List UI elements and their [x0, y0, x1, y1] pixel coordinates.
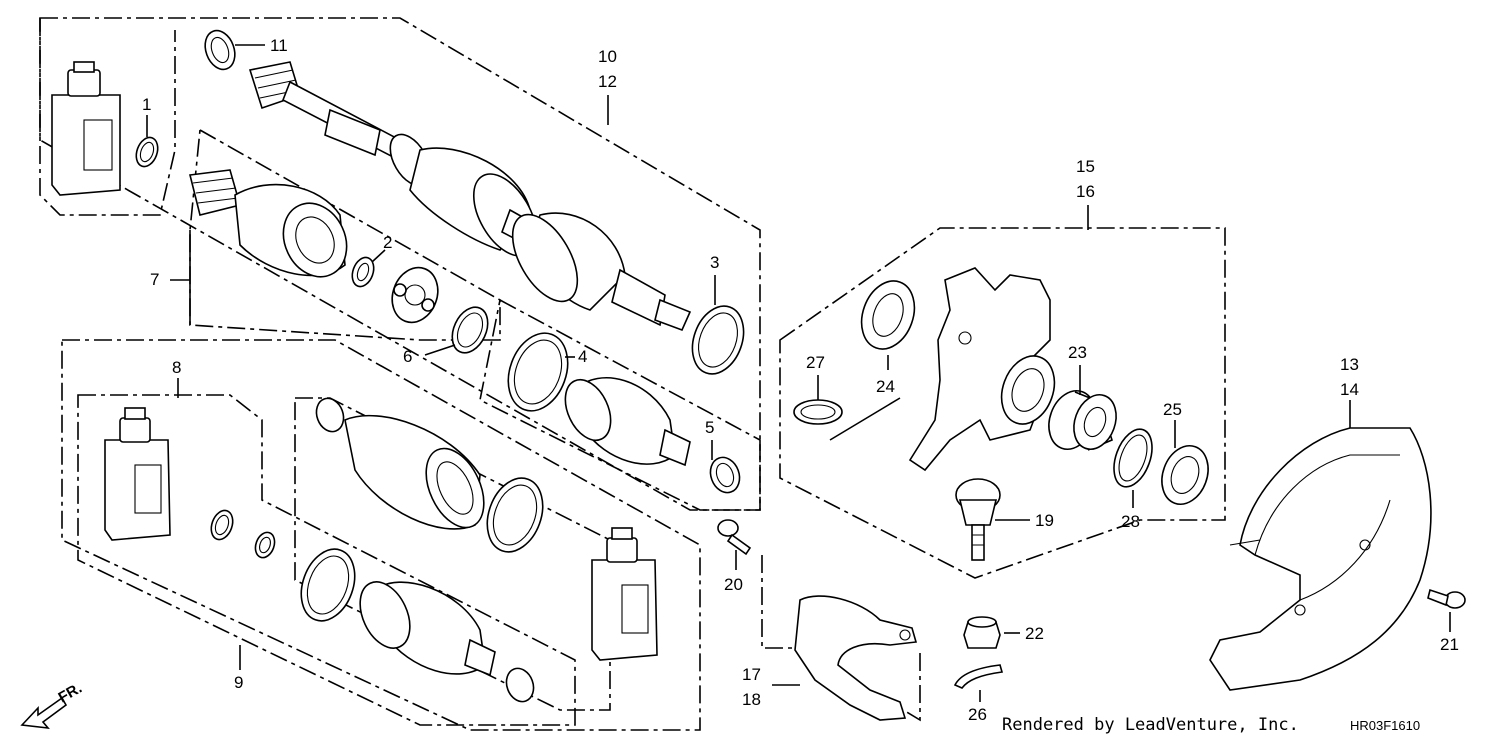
circlip-28 — [1113, 428, 1153, 488]
group-outline-boot-kit-upper — [479, 298, 761, 511]
render-credit: Rendered by LeadVenture, Inc. — [1002, 715, 1299, 735]
callout-23: 23 — [1068, 343, 1087, 362]
callout-8: 8 — [172, 358, 181, 377]
outer-boot-lower — [344, 414, 485, 530]
boot-band-3 — [691, 305, 745, 375]
group-outline-boot-kit-lower — [77, 394, 576, 726]
inner-boot-upper — [564, 376, 691, 467]
circlip-lower — [210, 509, 234, 541]
steering-knuckle — [908, 267, 1056, 472]
callout-16: 16 — [1076, 182, 1095, 201]
bearing-23 — [1048, 390, 1117, 451]
oil-seal-25 — [1161, 445, 1209, 505]
callout-27: 27 — [806, 353, 825, 372]
callout-7: 7 — [150, 270, 159, 289]
group-outline-knuckle — [779, 227, 1226, 579]
diagram-code: HR03F1610 — [1350, 718, 1420, 733]
oil-seal-24 — [860, 280, 916, 350]
callout-11: 11 — [270, 36, 288, 55]
nut-22 — [963, 616, 1001, 649]
callout-26: 26 — [968, 705, 987, 724]
callout-18: 18 — [742, 690, 761, 709]
boot-band-4 — [507, 332, 569, 412]
circlip-1 — [135, 136, 159, 168]
callout-4: 4 — [578, 347, 587, 366]
snap-ring-2 — [351, 256, 375, 288]
callout-10: 10 — [598, 47, 617, 66]
clip-5 — [709, 456, 741, 494]
callout-28: 28 — [1121, 512, 1140, 531]
callout-17: 17 — [742, 665, 761, 684]
callout-9: 9 — [234, 673, 243, 692]
callout-6: 6 — [403, 347, 412, 366]
grease-bottle-top — [51, 61, 121, 196]
callout-12: 12 — [598, 72, 617, 91]
callout-1: 1 — [142, 95, 151, 114]
callout-15: 15 — [1076, 157, 1095, 176]
callout-24: 24 — [876, 377, 895, 396]
boot-band-lower-medium — [300, 548, 356, 622]
inner-cv-joint — [189, 169, 348, 278]
ball-joint-19 — [955, 478, 1001, 561]
tripod-bearing — [391, 266, 439, 324]
leader-lines — [146, 44, 1451, 702]
callout-21: 21 — [1440, 635, 1459, 654]
callout-19: 19 — [1035, 511, 1054, 530]
callout-25: 25 — [1163, 400, 1182, 419]
disc-cover-13 — [1209, 427, 1432, 691]
boot-band-lower-large — [486, 477, 544, 553]
callout-22: 22 — [1025, 624, 1044, 643]
bolt-20 — [717, 519, 752, 556]
front-direction-arrow-icon: FR. — [20, 680, 85, 730]
bolt-21 — [1427, 588, 1466, 609]
group-outline-bottom-left — [61, 339, 701, 731]
callout-2: 2 — [383, 233, 392, 252]
cotter-pin-26 — [953, 664, 1004, 689]
clip-11 — [204, 29, 236, 71]
clip-lower-b — [505, 667, 535, 703]
inner-boot-lower — [359, 581, 496, 677]
callout-13: 13 — [1340, 355, 1359, 374]
group-outline-oil-kit — [39, 18, 176, 216]
callout-20: 20 — [724, 575, 743, 594]
callout-3: 3 — [710, 253, 719, 272]
clip-lower-a — [315, 397, 345, 433]
drive-shaft — [248, 61, 692, 332]
grease-bottle-lower-right — [591, 527, 658, 661]
circlip-27 — [793, 399, 843, 425]
snap-ring-lower — [254, 531, 276, 559]
callout-5: 5 — [705, 418, 714, 437]
grease-bottle-lower-left — [104, 407, 171, 541]
circlip-6 — [451, 306, 489, 354]
brake-bracket-17 — [794, 595, 918, 721]
callout-14: 14 — [1340, 380, 1359, 399]
